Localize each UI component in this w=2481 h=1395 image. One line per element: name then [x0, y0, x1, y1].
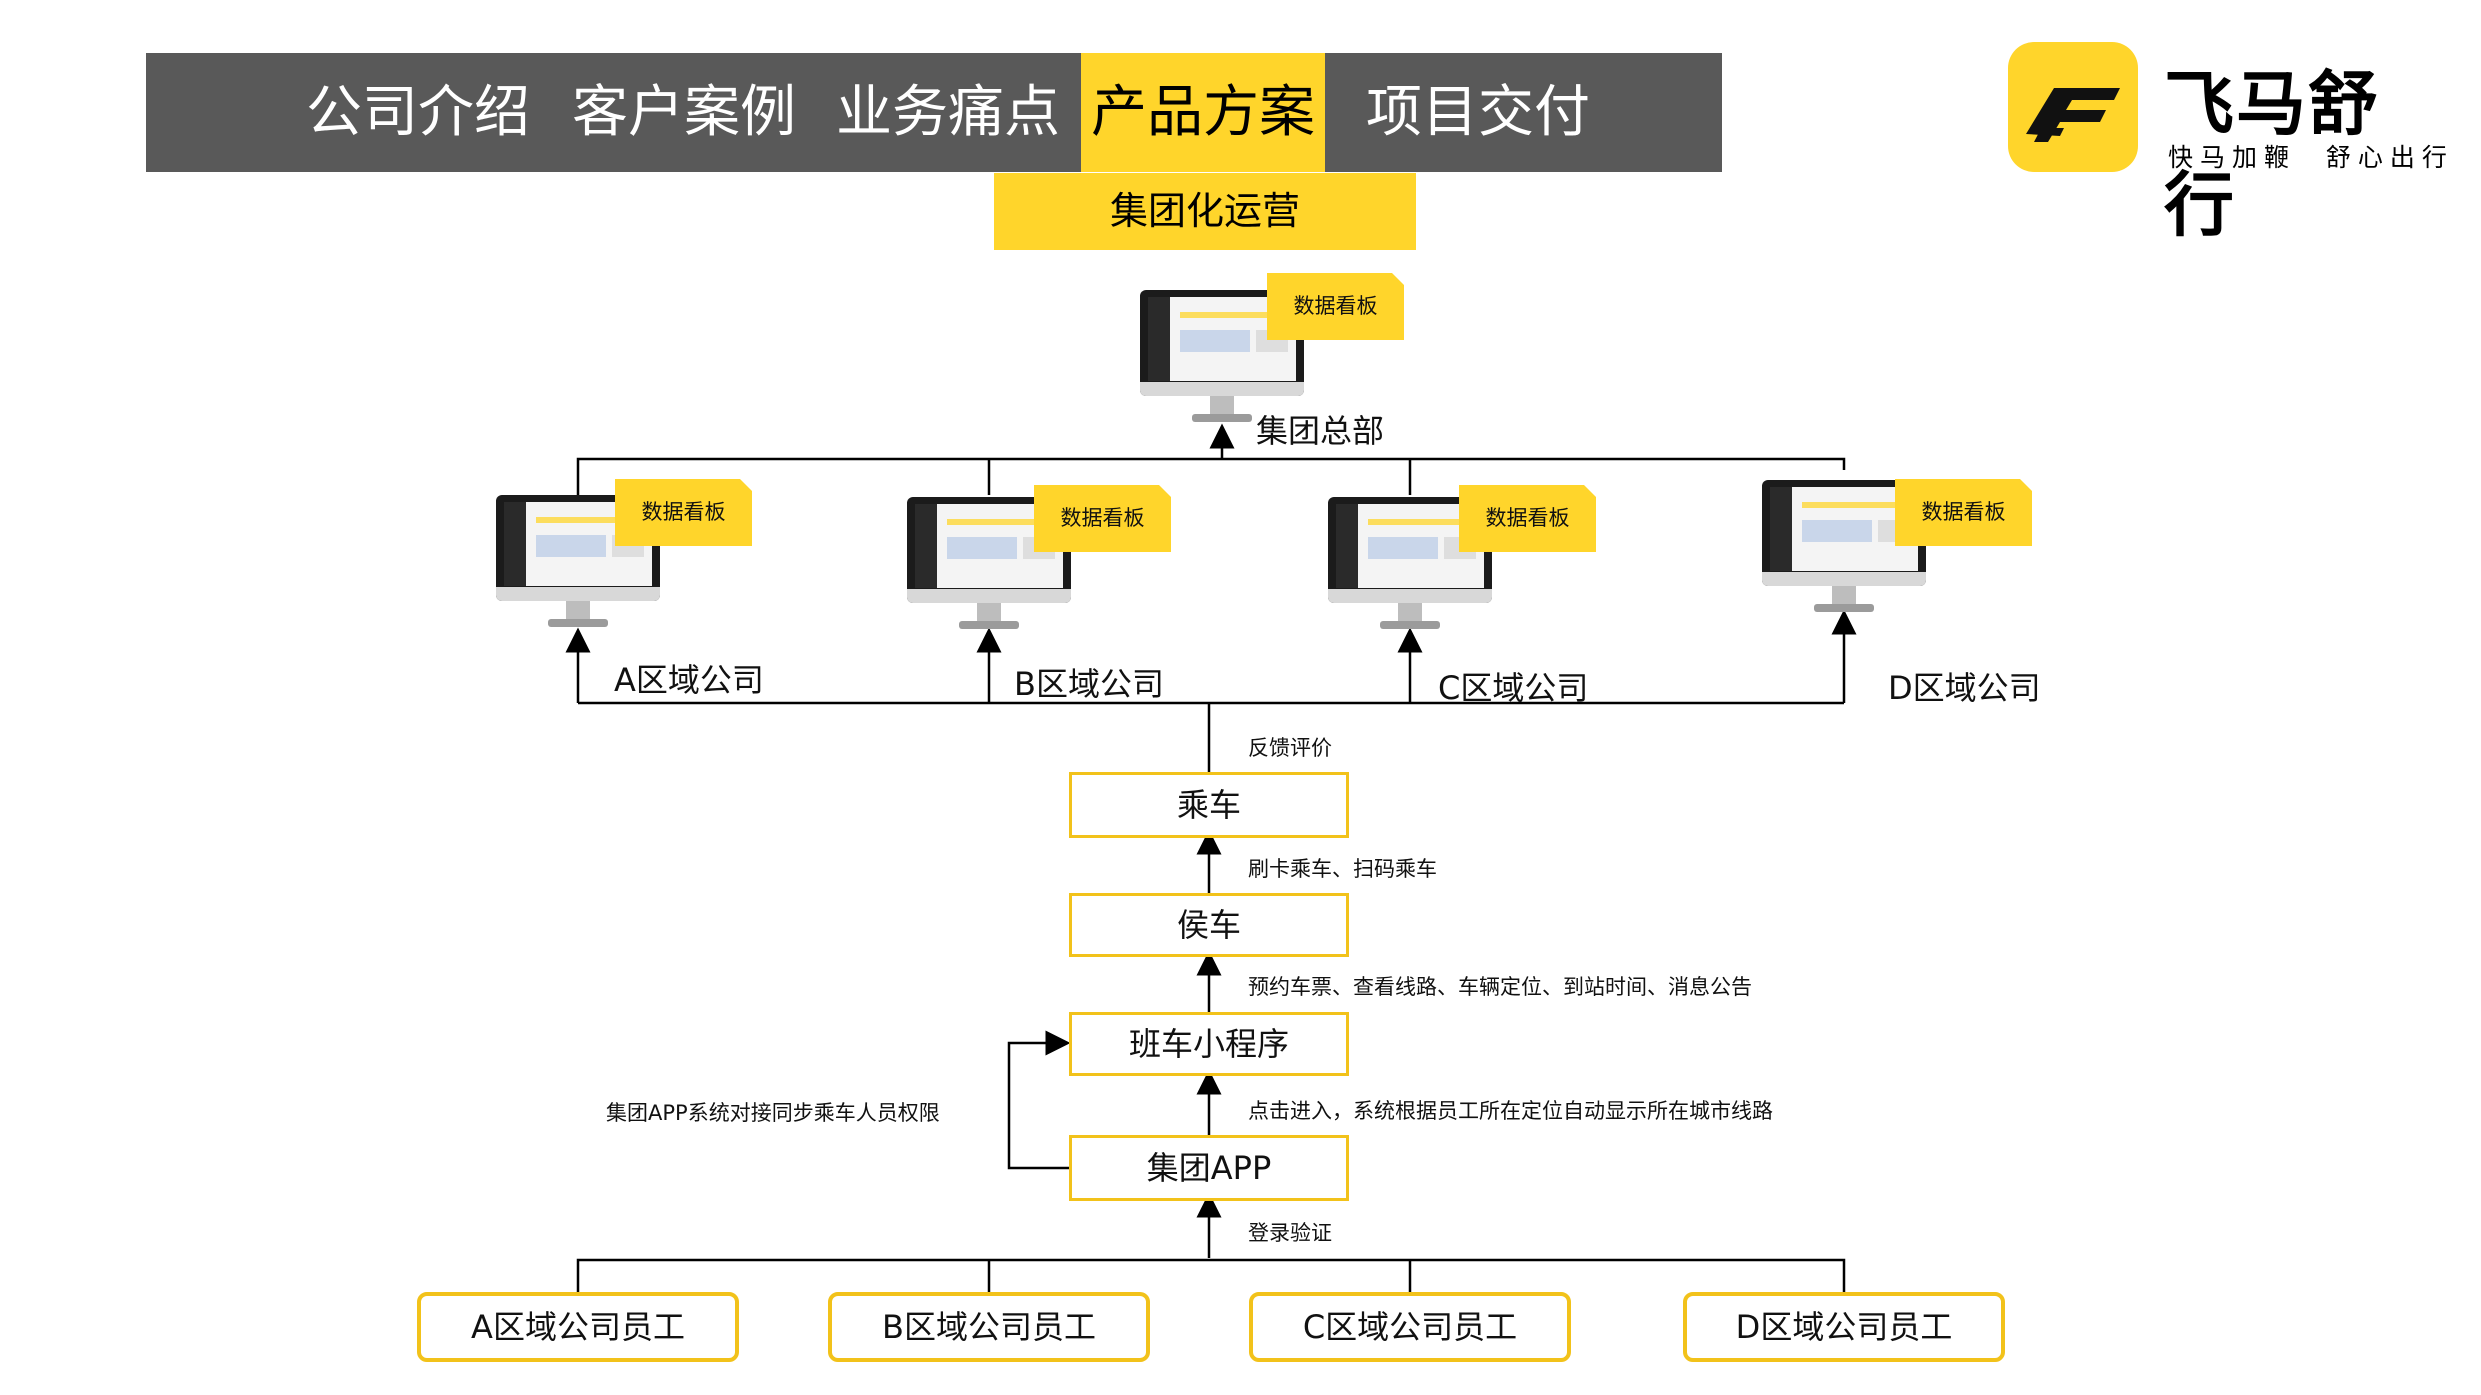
region-c-label: C区域公司	[1438, 669, 1589, 707]
tab-business-pain-points[interactable]: 业务痛点	[836, 80, 1060, 145]
edge-label-login: 登录验证	[1248, 1221, 1332, 1245]
region-d-label: D区域公司	[1888, 669, 2041, 707]
tab-customer-cases[interactable]: 客户案例	[572, 80, 796, 145]
edge-label-sync: 集团APP系统对接同步乘车人员权限	[606, 1101, 940, 1125]
hq-dashboard-tag: 数据看板	[1267, 273, 1404, 340]
step-wait: 侯车	[1069, 893, 1349, 957]
logo-badge-icon	[2008, 42, 2138, 172]
employee-box-c: C区域公司员工	[1249, 1292, 1571, 1362]
top-nav-bar	[146, 53, 1722, 172]
region-b-label: B区域公司	[1014, 665, 1164, 703]
employee-box-d: D区域公司员工	[1683, 1292, 2005, 1362]
step-ride: 乘车	[1069, 772, 1349, 838]
logo-name: 飞马舒行	[2164, 63, 2380, 246]
brand-logo: 飞马舒行 快马加鞭 舒心出行	[2008, 42, 2448, 246]
employee-box-b: B区域公司员工	[828, 1292, 1150, 1362]
logo-slogan: 快马加鞭 舒心出行	[2168, 143, 2454, 172]
employee-box-a: A区域公司员工	[417, 1292, 739, 1362]
edge-label-feedback: 反馈评价	[1248, 736, 1332, 760]
region-d-dashboard-tag: 数据看板	[1895, 479, 2032, 546]
region-a-dashboard-tag: 数据看板	[615, 479, 752, 546]
region-c-dashboard-tag: 数据看板	[1459, 485, 1596, 552]
edge-label-wait: 预约车票、查看线路、车辆定位、到站时间、消息公告	[1248, 975, 1752, 999]
tab-company-intro[interactable]: 公司介绍	[306, 80, 530, 145]
region-a-label: A区域公司	[614, 661, 764, 699]
region-b-dashboard-tag: 数据看板	[1034, 485, 1171, 552]
tab-product-solution[interactable]: 产品方案	[1081, 53, 1325, 172]
edge-label-ride: 刷卡乘车、扫码乘车	[1248, 857, 1437, 881]
tab-project-delivery[interactable]: 项目交付	[1366, 80, 1590, 145]
section-subtitle: 集团化运营	[994, 173, 1416, 250]
hq-label: 集团总部	[1256, 412, 1385, 450]
step-miniapp: 班车小程序	[1069, 1012, 1349, 1076]
step-group-app: 集团APP	[1069, 1135, 1349, 1201]
edge-label-enter: 点击进入，系统根据员工所在定位自动显示所在城市线路	[1248, 1099, 1773, 1123]
